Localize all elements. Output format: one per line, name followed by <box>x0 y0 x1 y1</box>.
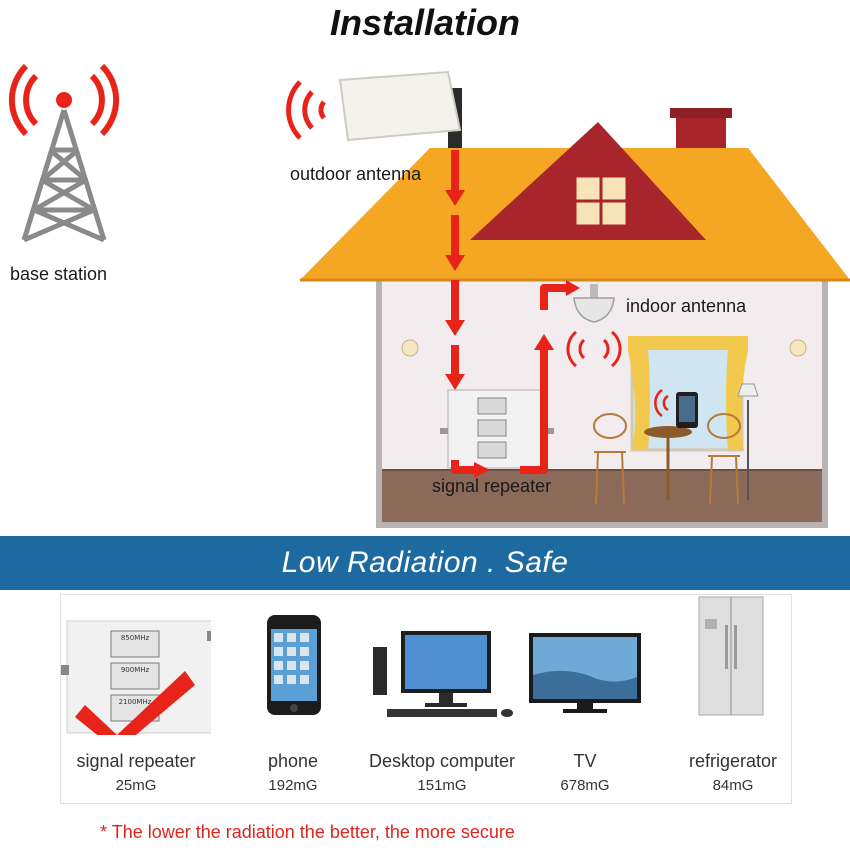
device-radiation-value: 25mG <box>115 777 157 794</box>
device-name: phone <box>267 751 319 771</box>
asterisk-mark: * <box>100 822 108 842</box>
signal-path-arrowheads <box>445 190 580 478</box>
device-desktop-computer: Desktop computer 151mG <box>357 595 527 805</box>
checkmark-icon <box>75 671 195 735</box>
footnote: * The lower the radiation the better, th… <box>100 822 515 843</box>
installation-scene: base station outdoor antenna indoor ante… <box>8 63 850 528</box>
device-radiation-value: 192mG <box>268 777 318 794</box>
band-label-3: 2100MHz <box>119 698 152 706</box>
installation-illustration <box>8 63 850 528</box>
footnote-text: The lower the radiation the better, the … <box>111 822 515 842</box>
phone-icon <box>267 615 321 715</box>
radiation-comparison-panel: 850MHz 900MHz 2100MHz signal repeater 25… <box>60 594 792 804</box>
signal-repeater-device <box>440 389 554 469</box>
device-radiation-value: 84mG <box>712 777 754 794</box>
band-label-2: 900MHz <box>121 666 150 674</box>
device-tv: TV 678mG <box>527 595 643 805</box>
low-radiation-banner: Low Radiation . Safe <box>0 536 850 590</box>
indoor-antenna-label: indoor antenna <box>626 296 747 316</box>
device-radiation-value: 678mG <box>560 777 610 794</box>
outdoor-antenna-label: outdoor antenna <box>290 164 422 184</box>
device-name: TV <box>573 751 597 771</box>
page-title: Installation <box>329 2 521 43</box>
device-name: refrigerator <box>688 751 778 771</box>
refrigerator-icon <box>698 596 764 716</box>
signal-path-arrows <box>451 150 568 474</box>
signal-repeater-icon: 850MHz 900MHz 2100MHz <box>61 620 211 735</box>
tv-icon <box>529 633 641 713</box>
device-refrigerator: refrigerator 84mG <box>673 595 793 805</box>
signal-repeater-label: signal repeater <box>432 476 552 496</box>
band-label-1: 850MHz <box>121 634 150 642</box>
base-station-tower-icon <box>8 63 120 243</box>
base-station-label: base station <box>10 264 108 284</box>
device-name: signal repeater <box>76 751 196 771</box>
room-phone-icon <box>654 388 698 428</box>
desktop-computer-icon <box>373 631 513 717</box>
device-radiation-value: 151mG <box>417 777 467 794</box>
device-name: Desktop computer <box>368 751 516 771</box>
device-signal-repeater: 850MHz 900MHz 2100MHz signal repeater 25… <box>61 595 211 805</box>
device-phone: phone 192mG <box>241 595 345 805</box>
indoor-antenna-icon <box>566 284 622 368</box>
